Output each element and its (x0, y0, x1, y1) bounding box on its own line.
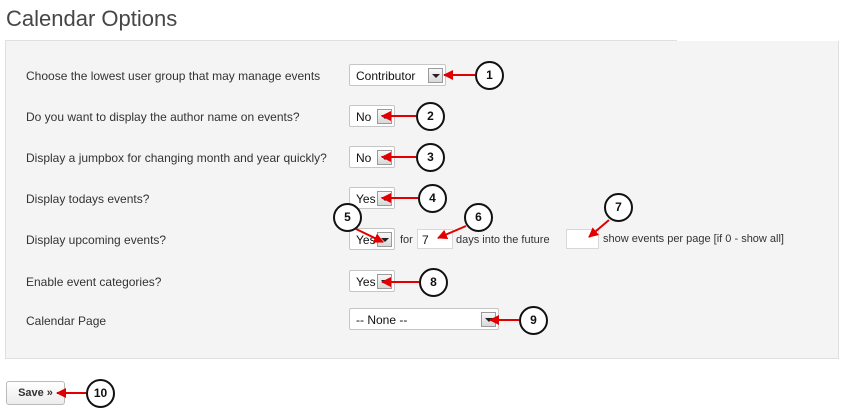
callout-9: 9 (519, 306, 548, 335)
upcoming-events-label: Display upcoming events? (26, 233, 167, 247)
author-name-value: No (356, 110, 372, 124)
manage-group-label: Choose the lowest user group that may ma… (26, 69, 321, 83)
callout-3: 3 (416, 143, 445, 172)
chevron-down-icon[interactable] (377, 109, 392, 124)
author-name-select[interactable]: No (349, 105, 395, 127)
callout-10: 10 (86, 379, 115, 408)
calendar-page-select[interactable]: -- None -- (349, 308, 499, 330)
callout-5: 5 (333, 203, 362, 232)
author-name-label: Do you want to display the author name o… (26, 110, 300, 124)
chevron-down-icon[interactable] (377, 232, 392, 247)
callout-7: 7 (604, 193, 633, 222)
jumpbox-value: No (356, 151, 372, 165)
calendar-page-value: -- None -- (356, 313, 408, 327)
callout-1: 1 (475, 61, 504, 90)
per-page-input[interactable] (566, 229, 599, 249)
manage-group-select[interactable]: Contributor (349, 64, 446, 86)
calendar-page-label: Calendar Page (26, 314, 107, 328)
days-suffix: days into the future (456, 234, 550, 246)
categories-select[interactable]: Yes (349, 270, 395, 292)
upcoming-events-value: Yes (356, 233, 376, 247)
callout-2: 2 (416, 102, 445, 131)
todays-events-value: Yes (356, 192, 376, 206)
jumpbox-select[interactable]: No (349, 146, 395, 168)
manage-group-value: Contributor (356, 69, 416, 83)
save-button[interactable]: Save » (6, 381, 65, 405)
page-title: Calendar Options (6, 6, 178, 31)
callout-6: 6 (464, 203, 493, 232)
chevron-down-icon[interactable] (377, 150, 392, 165)
for-text: for (400, 234, 413, 246)
days-input[interactable]: 7 (417, 229, 453, 249)
categories-label: Enable event categories? (26, 275, 162, 289)
chevron-down-icon[interactable] (377, 274, 392, 289)
chevron-down-icon[interactable] (481, 312, 496, 327)
callout-4: 4 (418, 184, 447, 213)
chevron-down-icon[interactable] (377, 191, 392, 206)
upcoming-events-select[interactable]: Yes (349, 228, 395, 250)
panel-notch (677, 39, 841, 41)
per-page-suffix: show events per page [if 0 - show all] (603, 233, 784, 245)
callout-8: 8 (419, 268, 448, 297)
jumpbox-label: Display a jumpbox for changing month and… (26, 151, 327, 165)
chevron-down-icon[interactable] (428, 68, 443, 83)
categories-value: Yes (356, 275, 376, 289)
todays-events-label: Display todays events? (26, 192, 150, 206)
